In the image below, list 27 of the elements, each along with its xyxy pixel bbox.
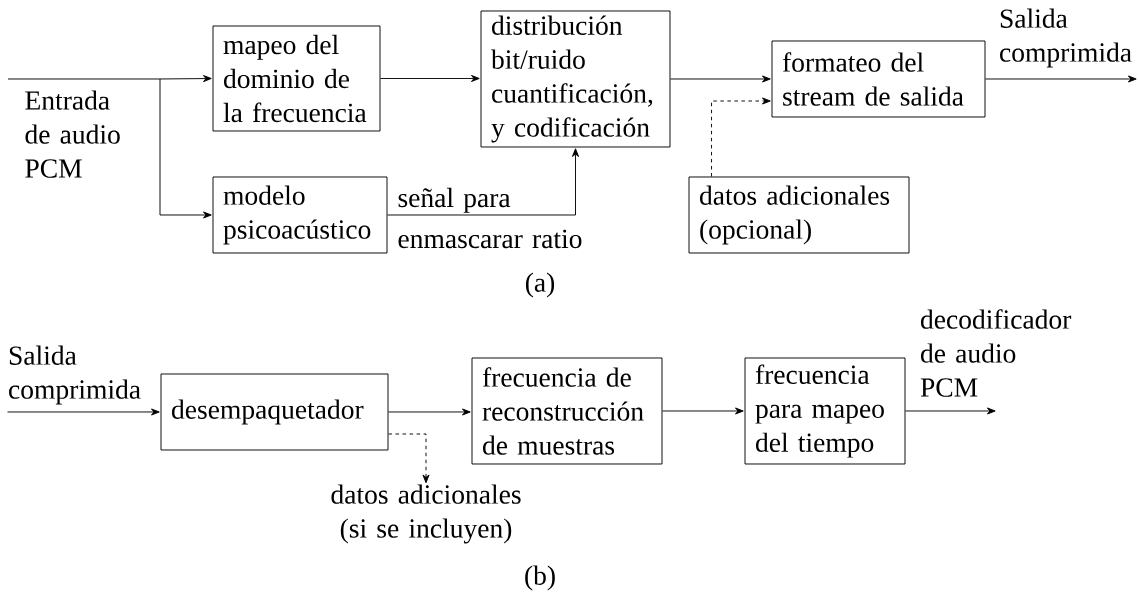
arrow [388, 433, 430, 484]
process-box: frecuencia para mapeo del tiempo [744, 357, 906, 465]
arrow [7, 75, 212, 219]
process-box: mapeo del dominio de la frecuencia [212, 25, 381, 132]
panel-label: (b) [525, 565, 555, 591]
panel-label: (a) [525, 272, 555, 298]
process-box: modelo psicoacústico [212, 176, 388, 254]
signal-label: Salida comprimida [9, 345, 141, 405]
arrow [985, 75, 1137, 83]
signal-label: decodificador de audio PCM [920, 309, 1072, 397]
arrow [711, 97, 771, 177]
arrow [905, 407, 996, 415]
signal-label: Entrada de audio PCM [25, 90, 120, 178]
arrow [388, 408, 471, 416]
arrow [670, 75, 771, 83]
process-box: distribución bit/ruido cuantificación, y codificación [480, 10, 671, 148]
signal-label: Salida comprimida [1000, 8, 1132, 68]
output-text: datos adicionales (si se incluyen) [331, 484, 521, 544]
process-box: desempaquetador [160, 373, 389, 451]
arrow [387, 148, 579, 216]
arrow [380, 75, 480, 82]
process-box: formateo del stream de salida [771, 40, 986, 118]
process-box: datos adicionales (opcional) [688, 176, 910, 254]
process-box: frecuencia de reconstrucción de muestras [471, 357, 663, 465]
arrow [662, 407, 744, 415]
edge-label: señal para enmascarar ratio [398, 187, 582, 249]
arrow [7, 408, 160, 416]
